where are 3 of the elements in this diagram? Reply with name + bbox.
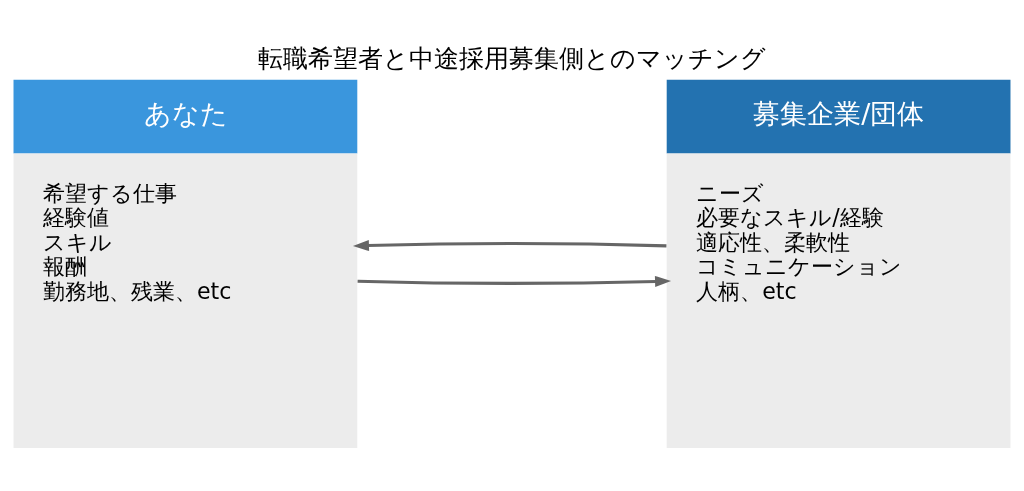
- diagram-title: 転職希望者と中途採用募集側とのマッチング: [258, 44, 766, 74]
- arrow: [357, 275, 672, 288]
- arrow: [352, 239, 667, 252]
